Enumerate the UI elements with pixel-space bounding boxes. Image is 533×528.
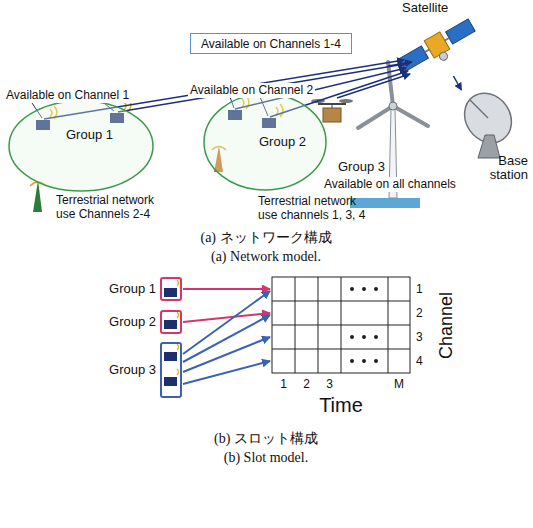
label: Available on all channels <box>322 177 458 192</box>
slot-arrows <box>183 289 270 384</box>
note-box: Available on Channels 1-4 <box>190 33 352 54</box>
label: M <box>394 377 404 392</box>
label: Available on Channel 1 <box>4 88 131 103</box>
label: Time <box>319 393 363 418</box>
label: 4 <box>416 354 423 369</box>
label: 2 <box>303 377 310 392</box>
base-station-icon <box>455 84 521 158</box>
node-text: Base station <box>478 154 528 182</box>
satellite-icon <box>397 16 480 79</box>
node-text: Terrestrial network use channels 1, 3, 4 <box>258 194 378 222</box>
label: 3 <box>326 377 333 392</box>
group-box: Group 3 <box>160 342 182 398</box>
label: Available on Channel 2 <box>188 83 315 98</box>
dot <box>350 359 354 363</box>
dot <box>374 335 378 339</box>
node-text: Group 1 <box>66 128 126 142</box>
node-text: Satellite <box>402 1 472 15</box>
node-text: Group 3 <box>109 363 156 377</box>
caption: (b) Slot model. <box>224 449 308 467</box>
group-ellipse: Group 1Terrestrial network use Channels … <box>8 100 154 192</box>
group-box: Group 1 <box>160 277 182 301</box>
connector <box>453 76 461 90</box>
slot-waves <box>177 280 179 375</box>
caption: (a) ネットワーク構成 <box>200 229 331 247</box>
dot <box>350 287 354 291</box>
node-text: Group 1 <box>109 282 156 296</box>
caption: (b) スロット構成 <box>214 430 318 448</box>
base-station-node: Base station <box>448 90 530 188</box>
group-box: Group 2 <box>160 310 182 334</box>
dot <box>374 287 378 291</box>
label: 1 <box>280 377 287 392</box>
label: 2 <box>416 306 423 321</box>
dot <box>362 359 366 363</box>
label: 3 <box>416 330 423 345</box>
ellipse-outline <box>8 100 154 192</box>
slot-devices <box>164 288 177 386</box>
label: Group 3 <box>336 159 387 175</box>
dot <box>362 287 366 291</box>
satellite-node: Satellite <box>392 0 472 76</box>
ellipsis-dots <box>350 287 378 363</box>
group-ellipse: Group 2Terrestrial network use channels … <box>203 93 327 191</box>
node-text: Available on Channels 1-4 <box>191 37 351 51</box>
axis-title: Channel <box>436 292 459 359</box>
dot <box>374 359 378 363</box>
label: 1 <box>416 282 423 297</box>
slot-grid <box>272 277 410 373</box>
node-text: Group 2 <box>109 315 156 329</box>
dot <box>350 335 354 339</box>
caption: (a) Network model. <box>211 248 321 266</box>
node-text: Group 2 <box>259 135 319 149</box>
node-text: Terrestrial network use Channels 2-4 <box>56 193 171 221</box>
dot <box>362 335 366 339</box>
